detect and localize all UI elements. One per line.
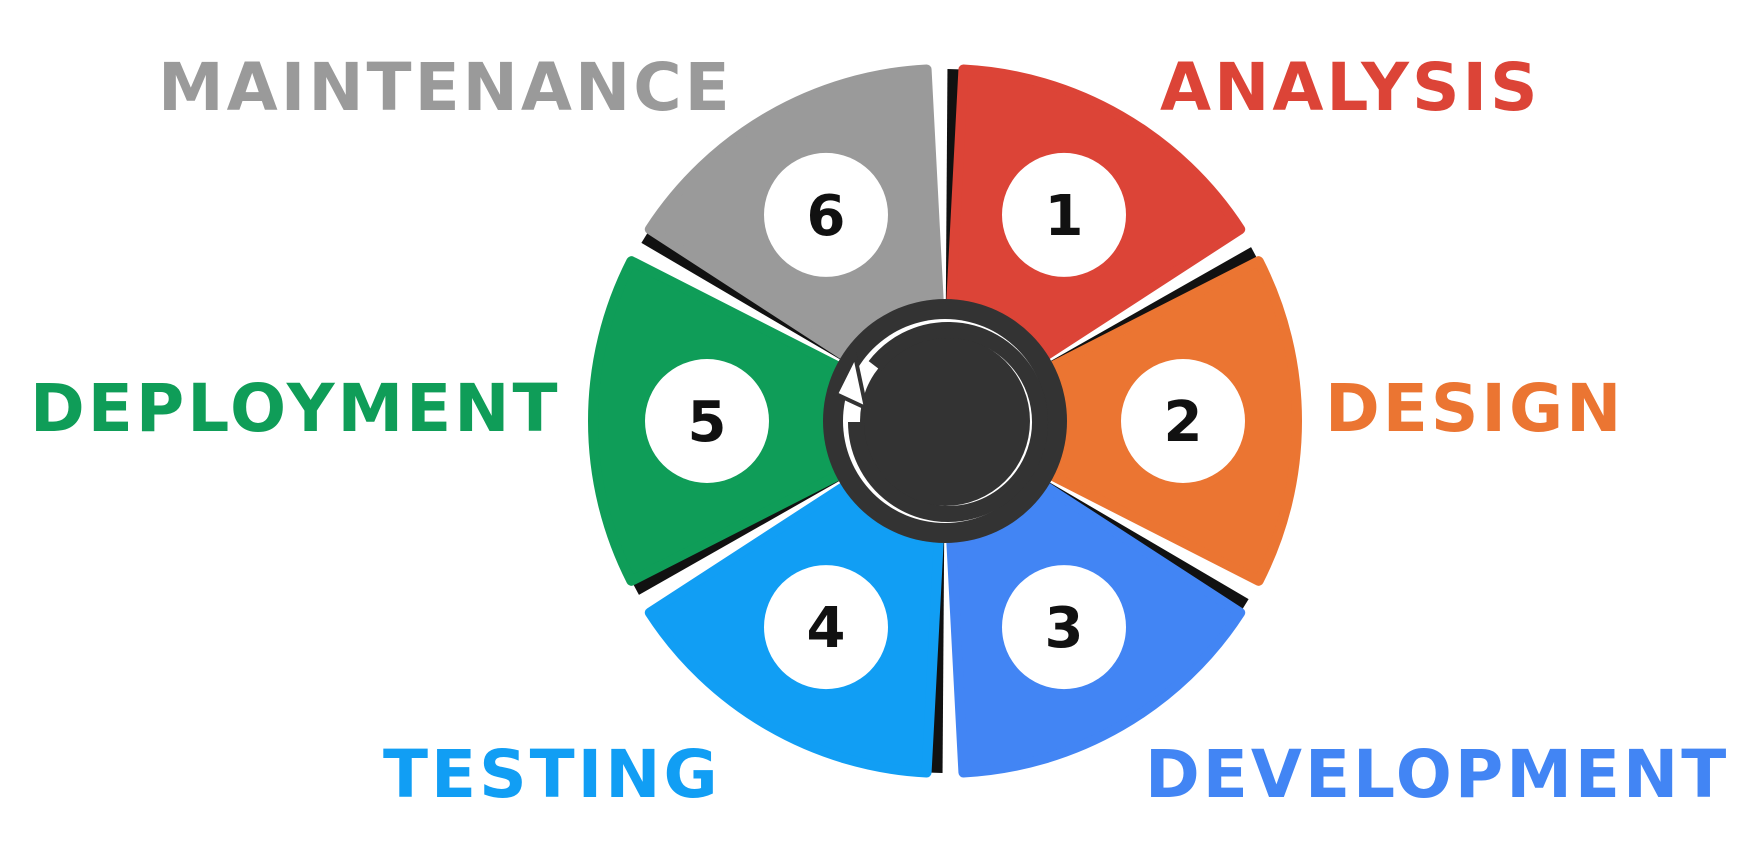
number-badge-analysis [1002,152,1126,277]
stage-label-design: DESIGN [1325,370,1625,447]
stage-number-analysis: 1 [1045,184,1084,249]
stage-number-deployment: 5 [688,390,727,455]
number-badge-design [1121,359,1245,483]
stage-label-development: DEVELOPMENT [1145,736,1730,813]
number-badge-testing [764,565,888,690]
cycle-arrow-icon [833,322,1048,522]
stage-number-development: 3 [1045,596,1084,661]
stage-number-design: 2 [1164,390,1203,455]
number-badge-development [1002,565,1126,690]
stage-label-testing: TESTING [383,736,721,813]
stage-label-deployment: DEPLOYMENT [30,370,561,447]
hub-center [860,336,1030,506]
stage-label-analysis: ANALYSIS [1160,49,1541,126]
hub [823,299,1067,543]
stage-label-maintenance: MAINTENANCE [158,49,733,126]
number-badge-deployment [645,359,769,483]
number-badge-maintenance [764,152,888,277]
stage-number-maintenance: 6 [807,184,846,249]
stage-number-testing: 4 [807,596,846,661]
